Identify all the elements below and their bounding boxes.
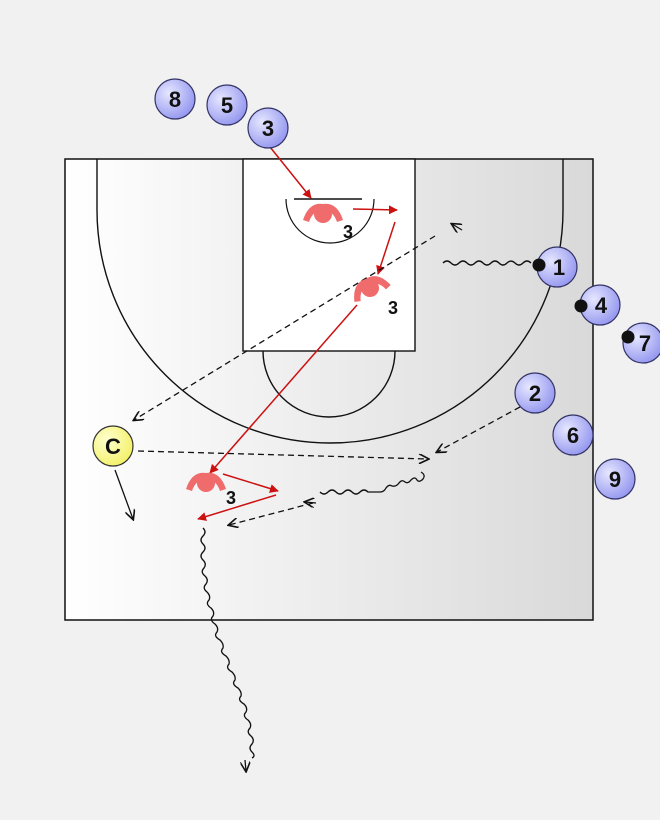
player-3: 3 (247, 107, 289, 149)
dribble-2 (319, 471, 425, 495)
dribble-3 (200, 527, 255, 759)
player-circle-icon (552, 414, 594, 456)
player-6: 6 (552, 414, 594, 456)
defender-label: 3 (343, 222, 353, 242)
pass-to-coach (134, 235, 436, 420)
paint-lane (242, 158, 416, 352)
slide-arrow (352, 205, 398, 215)
player-label: 6 (567, 423, 579, 448)
defender-stance-icon: 3 (303, 203, 353, 242)
player-circle-icon (247, 107, 289, 149)
pass-2-to-wing (437, 406, 521, 452)
dribble-3-arrow (245, 759, 246, 771)
ball-dot-icon (621, 330, 635, 344)
player-circle-icon (514, 372, 556, 414)
dribble-1 (442, 260, 532, 266)
court (64, 158, 594, 621)
restricted-area (285, 198, 375, 244)
player-circle-icon (154, 78, 196, 120)
coach: C (92, 425, 134, 467)
player-circle-icon (594, 458, 636, 500)
player-5: 5 (206, 84, 248, 126)
defender-label: 3 (388, 298, 398, 318)
three-point-line (96, 159, 564, 444)
retreat-arrow (197, 494, 277, 521)
player-label: 7 (639, 331, 651, 356)
player-label: 5 (221, 93, 233, 118)
dribble-2-arrow (305, 502, 317, 503)
passes (134, 235, 521, 525)
recover-arrow (209, 304, 358, 474)
player-label: 8 (169, 87, 181, 112)
ball-dot-icon (574, 299, 588, 313)
ball-dot-icon (532, 258, 546, 272)
free-throw-circle (262, 350, 396, 418)
cut-arrow-3 (269, 146, 312, 199)
drop-arrow (376, 221, 396, 275)
defender-stance-icon (186, 472, 226, 492)
player-4: 4 (574, 284, 621, 326)
player-label: 2 (529, 381, 541, 406)
coach-cut-arrow (114, 469, 133, 519)
player-label: 3 (262, 116, 274, 141)
defender-label: 3 (226, 488, 236, 508)
closeout-arrow (222, 473, 279, 493)
defenders: 3 3 3 (186, 203, 398, 508)
player-7: 7 (621, 322, 660, 364)
players: 8 5 3 1 4 7 2 6 (154, 78, 660, 500)
pass-coach-to-wing (137, 450, 428, 459)
defender-stance-icon (354, 276, 391, 302)
dribbles (200, 224, 532, 771)
player-1: 1 (532, 246, 578, 288)
player-2: 2 (514, 372, 556, 414)
coach-circle-icon (92, 425, 134, 467)
defender-path (197, 146, 398, 521)
player-label: 1 (553, 255, 565, 280)
player-8: 8 (154, 78, 196, 120)
dribble-1-arrow (452, 224, 462, 230)
player-label: 9 (609, 467, 621, 492)
player-9: 9 (594, 458, 636, 500)
player-circle-icon (206, 84, 248, 126)
player-label: 4 (595, 293, 608, 318)
coach-label: C (105, 434, 121, 459)
pass-to-corner (229, 502, 314, 525)
